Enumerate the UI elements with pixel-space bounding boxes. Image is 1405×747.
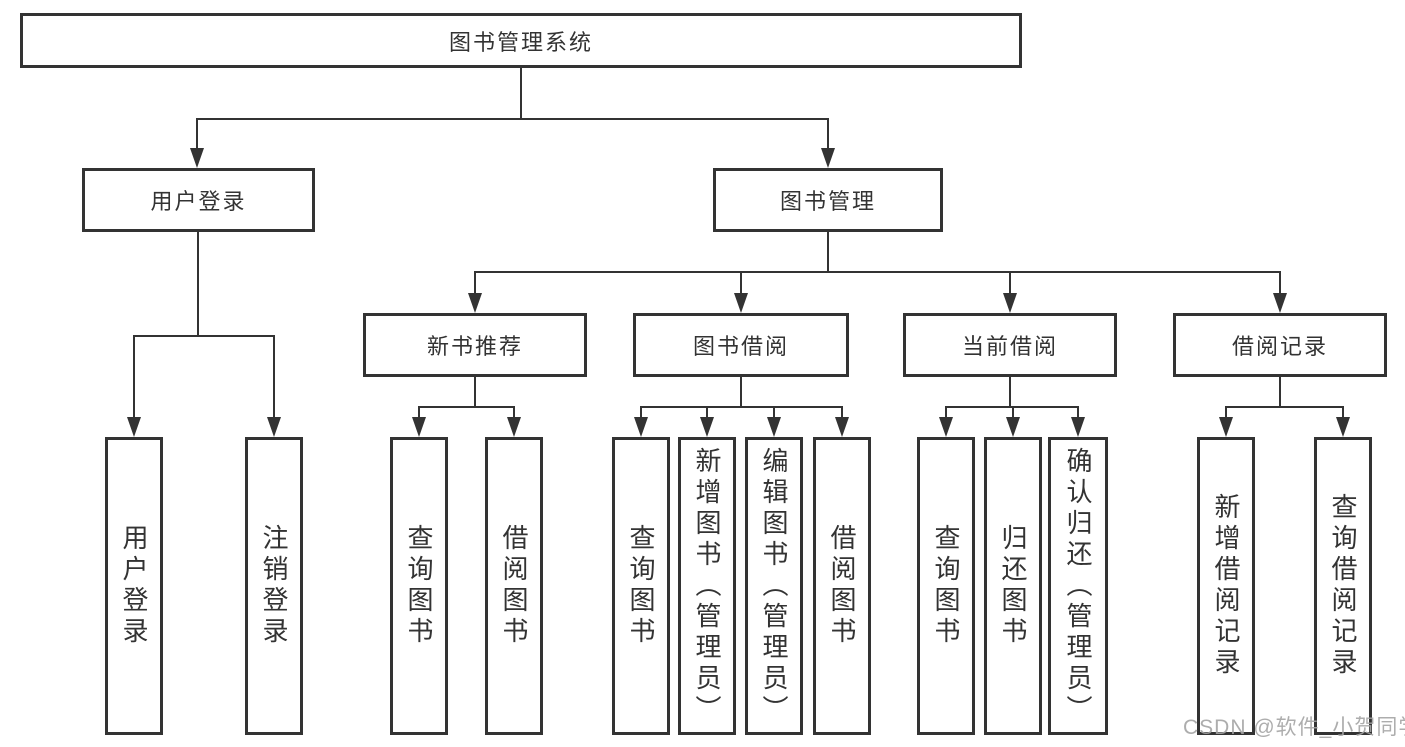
- leaf-recommend-borrow-books: 借阅图书: [485, 437, 543, 735]
- node-root: 图书管理系统: [20, 13, 1022, 68]
- connector-leaf-stem: [1225, 406, 1227, 419]
- connector-leaf-stem: [133, 335, 135, 419]
- leaf-borrow-query-books-label: 查询图书: [626, 524, 656, 648]
- leaf-logout: 注销登录: [245, 437, 303, 735]
- arrow-down-icon: [939, 417, 953, 437]
- connector-user-login-stem: [196, 118, 198, 152]
- connector-level3-rail: [474, 271, 1281, 273]
- connector-root-stub: [520, 66, 522, 119]
- arrow-down-icon: [821, 148, 835, 168]
- arrow-down-icon: [507, 417, 521, 437]
- arrow-down-icon: [267, 417, 281, 437]
- leaf-current-confirm-return-admin-label: 确认归还（管理员）: [1063, 446, 1093, 726]
- node-new-book-recommend-label: 新书推荐: [426, 334, 523, 359]
- arrow-down-icon: [700, 417, 714, 437]
- leaf-current-return-books: 归还图书: [984, 437, 1042, 735]
- leaf-borrow-edit-books-admin-label: 编辑图书（管理员）: [759, 446, 789, 726]
- leaf-borrow-edit-books-admin: 编辑图书（管理员）: [745, 437, 803, 735]
- arrow-down-icon: [767, 417, 781, 437]
- arrow-down-icon: [634, 417, 648, 437]
- connector-leaf-stem: [1012, 406, 1014, 419]
- leaf-current-query-books-label: 查询图书: [931, 524, 961, 648]
- leaf-recommend-borrow-books-label: 借阅图书: [499, 524, 529, 648]
- leaf-recommend-query-books: 查询图书: [390, 437, 448, 735]
- connector-group2-down: [740, 375, 742, 408]
- arrow-down-icon: [1219, 417, 1233, 437]
- arrow-down-icon: [127, 417, 141, 437]
- connector-group-stem: [1279, 271, 1281, 295]
- node-user-login: 用户登录: [82, 168, 315, 232]
- connector-user-login-down: [197, 230, 199, 336]
- leaf-records-add-record-label: 新增借阅记录: [1211, 493, 1241, 679]
- node-borrowing-records: 借阅记录: [1173, 313, 1387, 377]
- connector-leaf-stem: [706, 406, 708, 419]
- node-user-login-label: 用户登录: [150, 189, 247, 214]
- leaf-current-return-books-label: 归还图书: [998, 524, 1028, 648]
- connector-group1-rail: [418, 406, 515, 408]
- node-book-management: 图书管理: [713, 168, 943, 232]
- node-borrowing-records-label: 借阅记录: [1231, 334, 1328, 359]
- node-book-management-label: 图书管理: [779, 189, 876, 214]
- leaf-recommend-query-books-label: 查询图书: [404, 524, 434, 648]
- connector-group-stem: [740, 271, 742, 295]
- connector-book-mgmt-stem: [827, 118, 829, 152]
- leaf-current-query-books: 查询图书: [917, 437, 975, 735]
- leaf-records-add-record: 新增借阅记录: [1197, 437, 1255, 735]
- connector-level2-rail: [196, 118, 829, 120]
- arrow-down-icon: [190, 148, 204, 168]
- leaf-borrow-borrow-books-label: 借阅图书: [827, 524, 857, 648]
- connector-leaf-stem: [841, 406, 843, 419]
- leaf-borrow-query-books: 查询图书: [612, 437, 670, 735]
- node-new-book-recommend: 新书推荐: [363, 313, 587, 377]
- leaf-borrow-add-books-admin-label: 新增图书（管理员）: [692, 446, 722, 726]
- arrow-down-icon: [1071, 417, 1085, 437]
- arrow-down-icon: [412, 417, 426, 437]
- node-current-borrowing: 当前借阅: [903, 313, 1117, 377]
- connector-leaf-stem: [1342, 406, 1344, 419]
- connector-leaf-stem: [273, 335, 275, 419]
- connector-leaf-stem: [640, 406, 642, 419]
- leaf-current-confirm-return-admin: 确认归还（管理员）: [1048, 437, 1108, 735]
- connector-group1-down: [474, 375, 476, 408]
- connector-group4-rail: [1225, 406, 1344, 408]
- arrow-down-icon: [734, 293, 748, 313]
- leaf-records-query-record-label: 查询借阅记录: [1328, 493, 1358, 679]
- connector-book-mgmt-down: [827, 230, 829, 273]
- arrow-down-icon: [1273, 293, 1287, 313]
- arrow-down-icon: [1003, 293, 1017, 313]
- arrow-down-icon: [835, 417, 849, 437]
- connector-leaf-stem: [1077, 406, 1079, 419]
- watermark: CSDN @软件_小贺同学: [1183, 716, 1405, 739]
- node-root-label: 图书管理系统: [448, 29, 593, 55]
- connector-group2-rail: [640, 406, 843, 408]
- node-book-borrowing-label: 图书借阅: [692, 334, 789, 359]
- arrow-down-icon: [1006, 417, 1020, 437]
- connector-leaf-stem: [945, 406, 947, 419]
- connector-leaf-stem: [513, 406, 515, 419]
- connector-leaf-stem: [773, 406, 775, 419]
- leaf-user-login: 用户登录: [105, 437, 163, 735]
- leaf-records-query-record: 查询借阅记录: [1314, 437, 1372, 735]
- leaf-user-login-label: 用户登录: [119, 524, 149, 648]
- node-book-borrowing: 图书借阅: [633, 313, 849, 377]
- connector-group-stem: [474, 271, 476, 295]
- arrow-down-icon: [468, 293, 482, 313]
- leaf-logout-label: 注销登录: [259, 524, 289, 648]
- leaf-borrow-add-books-admin: 新增图书（管理员）: [678, 437, 736, 735]
- leaf-borrow-borrow-books: 借阅图书: [813, 437, 871, 735]
- connector-group3-down: [1009, 375, 1011, 408]
- arrow-down-icon: [1336, 417, 1350, 437]
- connector-group4-down: [1279, 375, 1281, 408]
- connector-user-login-rail: [133, 335, 275, 337]
- connector-group-stem: [1009, 271, 1011, 295]
- node-current-borrowing-label: 当前借阅: [961, 334, 1058, 359]
- connector-leaf-stem: [418, 406, 420, 419]
